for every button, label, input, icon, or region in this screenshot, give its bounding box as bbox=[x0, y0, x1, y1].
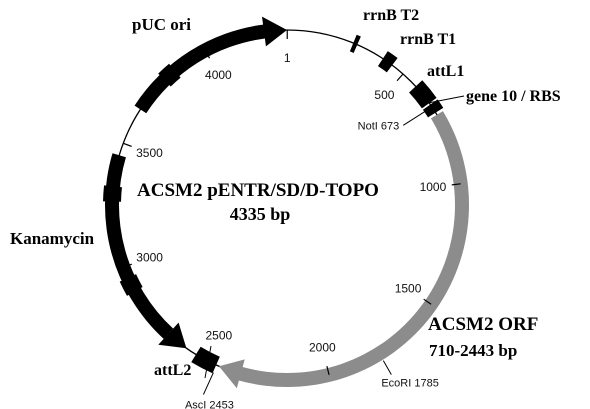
feature-label-rrnb-t2: rrnB T2 bbox=[363, 7, 419, 24]
tick-label-3000: 3000 bbox=[136, 250, 163, 264]
gene10-leader-line bbox=[427, 95, 465, 104]
tick-mark-4000 bbox=[204, 49, 211, 59]
tick-label-2000: 2000 bbox=[309, 341, 336, 355]
tick-label-1000: 1000 bbox=[420, 180, 447, 194]
feature-label-puc-ori: pUC ori bbox=[132, 15, 191, 34]
tick-mark-500 bbox=[396, 73, 404, 82]
feature-label-attl2: attL2 bbox=[154, 362, 191, 379]
feature-label-kanamycin: Kanamycin bbox=[10, 229, 95, 248]
tick-label-4000: 4000 bbox=[205, 68, 232, 82]
tick-label-1: 1 bbox=[284, 51, 291, 65]
feature-arrow-acsm2-orf bbox=[218, 111, 469, 389]
feature-sublabel-acsm2-orf: 710-2443 bp bbox=[429, 341, 517, 360]
tick-label-3500: 3500 bbox=[136, 146, 163, 160]
feature-box-marker-3300 bbox=[103, 185, 122, 202]
feature-label-gene10-rbs: gene 10 / RBS bbox=[466, 88, 561, 105]
site-label-noti: NotI 673 bbox=[358, 120, 400, 132]
plasmid-name: ACSM2 pENTR/SD/D-TOPO bbox=[137, 180, 379, 201]
tick-mark-3000 bbox=[123, 263, 133, 268]
feature-arrow-kanamycin bbox=[105, 153, 187, 349]
feature-arrow-puc-ori bbox=[134, 16, 287, 114]
tick-mark-2000 bbox=[326, 365, 330, 376]
feature-box-attl1 bbox=[409, 80, 437, 109]
tick-mark-1000 bbox=[451, 183, 461, 186]
feature-label-attl1: attL1 bbox=[427, 63, 464, 80]
feature-box-gene10-rbs bbox=[422, 99, 444, 118]
site-label-asci: AscI 2453 bbox=[185, 400, 234, 409]
feature-box-attl2 bbox=[191, 346, 220, 374]
tick-label-500: 500 bbox=[374, 88, 394, 102]
features-layer bbox=[103, 16, 469, 389]
tick-label-2500: 2500 bbox=[206, 328, 233, 342]
plasmid-size: 4335 bp bbox=[230, 204, 291, 224]
tick-mark-3500 bbox=[123, 142, 132, 147]
attl2-leader-line bbox=[204, 345, 212, 379]
site-label-ecori: EcoRI 1785 bbox=[381, 378, 438, 390]
feature-box-rrnb-t2 bbox=[349, 34, 361, 53]
tick-label-1500: 1500 bbox=[395, 281, 422, 295]
feature-box-rrnb-t1 bbox=[377, 51, 398, 73]
tick-mark-1500 bbox=[423, 298, 432, 305]
feature-label-acsm2-orf: ACSM2 ORF bbox=[428, 314, 538, 335]
feature-box-marker-3830 bbox=[158, 63, 181, 87]
feature-label-rrnb-t1: rrnB T1 bbox=[400, 31, 456, 48]
site-leader-ecori bbox=[382, 360, 392, 375]
site-leader-asci bbox=[202, 372, 214, 395]
feature-box-marker-2930 bbox=[119, 274, 143, 296]
site-leader-noti bbox=[403, 110, 426, 126]
